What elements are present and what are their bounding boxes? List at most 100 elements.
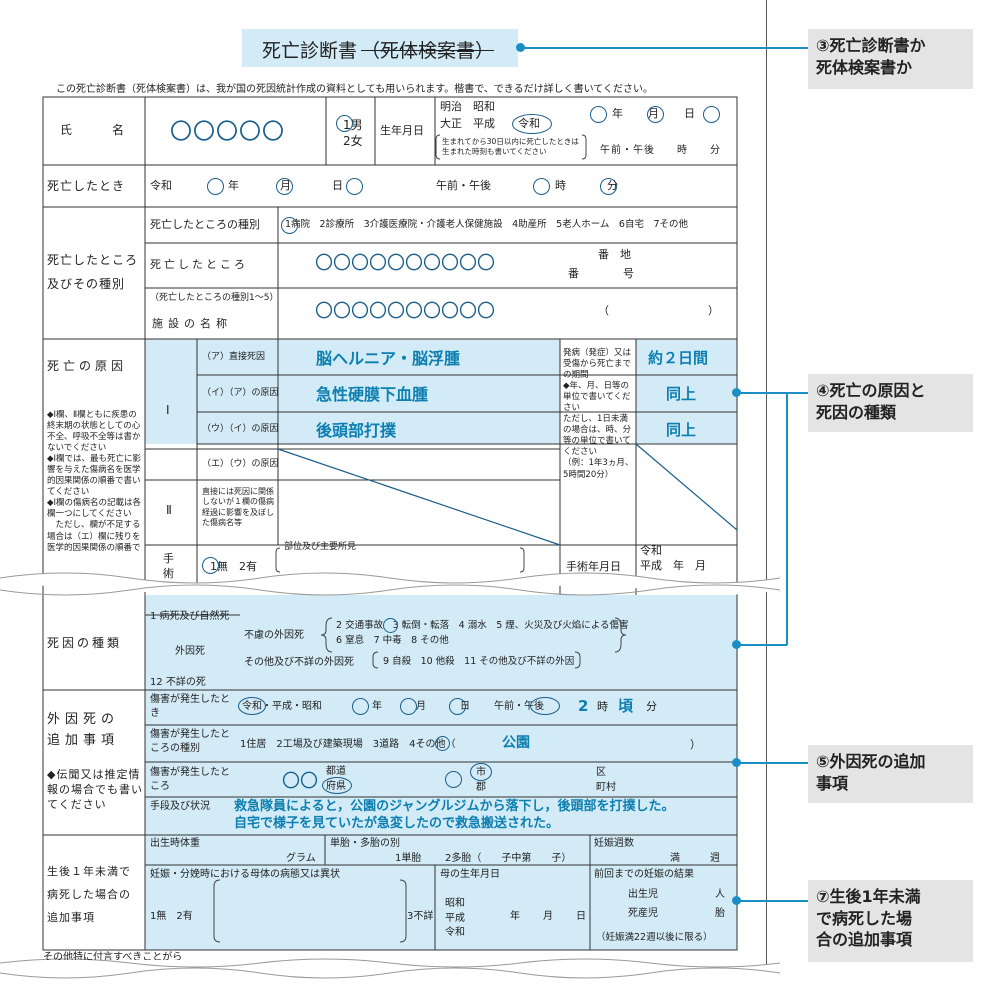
label-cause: 死亡の原因 [47, 359, 128, 373]
sex-female: 2女 [343, 134, 363, 148]
callout-4: ④死亡の原因と 死因の種類 [808, 374, 973, 432]
kind-2-5: 2 交通事故 3 転倒・転落 4 溺水 5 煙、火災及び火焰による傷害 [336, 620, 629, 631]
kind-6-8: 6 窒息 7 中毒 8 その他 [336, 635, 449, 646]
callout-4-line-top [737, 392, 787, 394]
when-year-mark [352, 698, 369, 715]
callout-5-line [737, 762, 808, 764]
where-fuken-mark [322, 777, 352, 794]
callout-3-line [521, 47, 808, 49]
callout-4-line-link [786, 392, 808, 394]
callout-3: ③死亡診断書か 死体検案書か [808, 29, 973, 89]
duration-a: 約２日間 [648, 349, 709, 367]
cause-a-value: 脳ヘルニア・脳浮腫 [316, 349, 461, 368]
break-wave-bottom [0, 958, 781, 988]
cause-u-value: 後頭部打撲 [316, 421, 397, 440]
place-banchi: 番 地 [598, 248, 631, 261]
death-hour-mark [533, 178, 550, 195]
surgery-era: 令和 平成 年 月 [640, 544, 706, 572]
dob-day-mark [703, 106, 720, 123]
facility-note: （死亡したところの種別1〜5） [150, 293, 279, 303]
place-value: 〇〇〇〇〇〇〇〇〇〇 [315, 253, 495, 274]
label-other: その他特に付言すべきことがら [43, 952, 183, 960]
callout-7: ⑦生後1年未満 で病死した場 合の追加事項 [808, 880, 973, 962]
when-hour: 2 [578, 697, 589, 715]
label-place: 死亡したところ 及びその種別 [47, 253, 139, 291]
mother-era: 昭和 平成 令和 [445, 898, 465, 938]
cause-notes: ◆Ⅰ欄、Ⅱ欄ともに疾患の終末期の状態としての心不全、呼吸不全等は書かないでくださ… [47, 410, 142, 553]
surgery-site: 部位及び主要所見 [284, 542, 357, 552]
sub-2: 直接には死因に関係しないが１欄の傷病経過に影響を及ぼした傷病名等 [202, 487, 274, 528]
kind-12: 12 不詳の死 [150, 677, 206, 688]
where-todo: 都道 [326, 766, 346, 777]
label-kind: 死因の種類 [47, 636, 123, 650]
roman-2: Ⅱ [166, 503, 172, 517]
where-machimura: 町村 [596, 782, 616, 793]
death-year-mark [207, 178, 224, 195]
form-grid [42, 96, 738, 951]
where-label: 傷害が発生したところ [150, 767, 230, 792]
facility-paren: （ ） [598, 304, 719, 317]
title-struck: （死体検案書） [361, 40, 495, 62]
single: 1単胎 [395, 853, 422, 864]
death-time-units: 時 分 [555, 179, 620, 192]
where-city-circle [445, 771, 462, 788]
type-value: 公園 [502, 735, 530, 751]
intro-text: この死亡診断書（死体検案書）は、我が国の死因統計作成の資料としても用いられます。… [56, 84, 653, 95]
doc-title: 死亡診断書（死体検案書） [262, 36, 494, 63]
when-label: 傷害が発生したとき [150, 694, 230, 719]
kind-mark [383, 618, 398, 633]
where-gun: 郡 [476, 782, 486, 793]
weeks-label: 妊娠週数 [594, 838, 634, 849]
dob-note: 生まれてから30日以内に死亡したときは生まれた時刻も書いてください [442, 137, 579, 156]
mother-units: 年 月 日 [510, 911, 587, 922]
dob-month-mark [647, 106, 664, 123]
death-min-mark [600, 178, 617, 195]
multiple-label: 単胎・多胎の別 [330, 838, 400, 849]
type-label: 傷害が発生したところの種別 [150, 729, 230, 754]
callout-4-dot-bottom [732, 640, 741, 649]
facility-label: 施設の名称 [152, 317, 232, 330]
callout-4-dot-top [732, 388, 741, 397]
era-reiwa-mark [512, 114, 552, 134]
where-shi-mark [470, 763, 492, 781]
death-units: 年 月 日 [228, 179, 345, 192]
era-row-2: 大正 平成 [440, 117, 495, 130]
kind-external: 外因死 [175, 646, 205, 657]
when-approx: 頃 [618, 697, 634, 715]
when-ampm: 午前・午後 [494, 701, 544, 712]
sub-a: （ア）直接死因 [202, 352, 266, 362]
callout-5: ⑤外因死の追加 事項 [808, 745, 973, 803]
kind-other-external: その他及び不詳の外因死 [244, 657, 354, 668]
external-bullet: ◆伝聞又は推定情報の場合でも書いてください [47, 768, 143, 811]
born-alive: 出生児 [628, 889, 658, 900]
type-options: 1住居 2工場及び建築現場 3道路 4その他（ [240, 739, 456, 750]
title-box [242, 29, 518, 67]
era-row-1: 明治 昭和 [440, 100, 495, 113]
stillborn: 死産児 [628, 908, 658, 919]
sex-male-mark [336, 115, 353, 132]
callout-5-dot [732, 758, 741, 767]
roman-1: Ⅰ [166, 403, 170, 417]
mc-unknown: 3不詳 [407, 911, 434, 922]
death-day-mark [346, 178, 363, 195]
kind-9-11: 9 自殺 10 他殺 11 その他及び不詳の外因 [383, 656, 575, 667]
label-infant: 生後１年未満で 病死した場合の 追加事項 [47, 865, 131, 925]
when-day-mark [449, 698, 466, 715]
highlight-areas [145, 339, 737, 950]
when-ampm-mark [530, 697, 560, 715]
weeks-unit: 満 週 [670, 853, 720, 864]
where-value: 〇〇 [282, 771, 318, 792]
place-label: 死亡したところ [150, 258, 248, 271]
callout-4-line-vertical [786, 392, 788, 645]
place-types: 1病院 2診療所 3介護医療院・介護老人保健施設 4助産所 5老人ホーム 6自宅… [285, 219, 689, 230]
method-value: 救急隊員によると，公園のジャングルジムから落下し，後頭部を打撲した。 自宅で様子… [234, 799, 675, 831]
onset-note: 発病（発症）又は受傷から死亡までの期間 ◆年、月、日等の単位で書いてください た… [563, 348, 634, 480]
where-ku: 区 [596, 767, 606, 778]
break-wave-top [0, 572, 781, 596]
callout-4-line-bottom [737, 644, 787, 646]
death-ampm: 午前・午後 [436, 179, 491, 192]
place-type-label: 死亡したところの種別 [150, 218, 260, 231]
death-month-mark [276, 178, 293, 195]
dob-year-mark [590, 106, 607, 123]
method-label: 手段及び状況 [150, 801, 210, 812]
